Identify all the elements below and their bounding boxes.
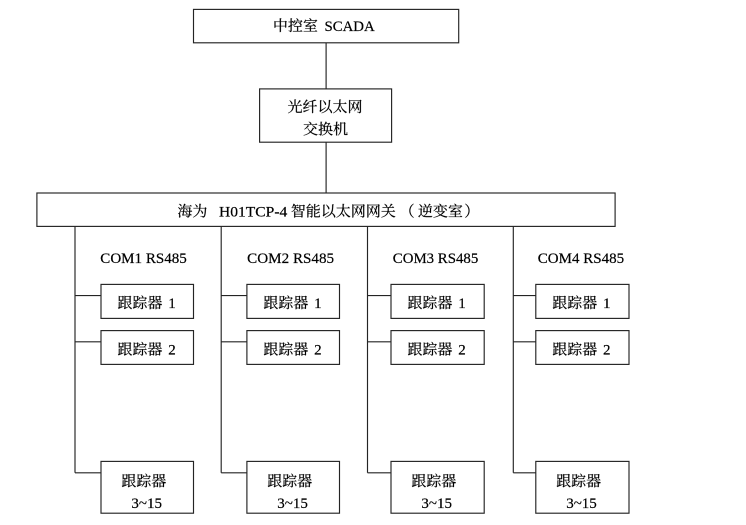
svg-text:3~15: 3~15 [421,496,452,512]
svg-text:COM4 RS485: COM4 RS485 [538,251,624,267]
svg-text:1: 1 [603,296,611,312]
svg-text:1: 1 [168,296,176,312]
svg-text:1: 1 [314,296,322,312]
svg-text:2: 2 [168,343,176,359]
svg-text:3~15: 3~15 [566,496,597,512]
svg-text:2: 2 [458,343,466,359]
svg-text:1: 1 [458,296,466,312]
svg-text:H01TCP-4: H01TCP-4 [219,204,288,220]
svg-text:SCADA: SCADA [325,19,375,35]
svg-text:2: 2 [314,343,322,359]
svg-text:COM1 RS485: COM1 RS485 [100,251,187,267]
svg-text:COM3 RS485: COM3 RS485 [393,251,479,267]
svg-text:3~15: 3~15 [131,496,162,512]
svg-text:3~15: 3~15 [277,496,308,512]
svg-text:COM2 RS485: COM2 RS485 [247,251,334,267]
svg-text:2: 2 [603,343,611,359]
